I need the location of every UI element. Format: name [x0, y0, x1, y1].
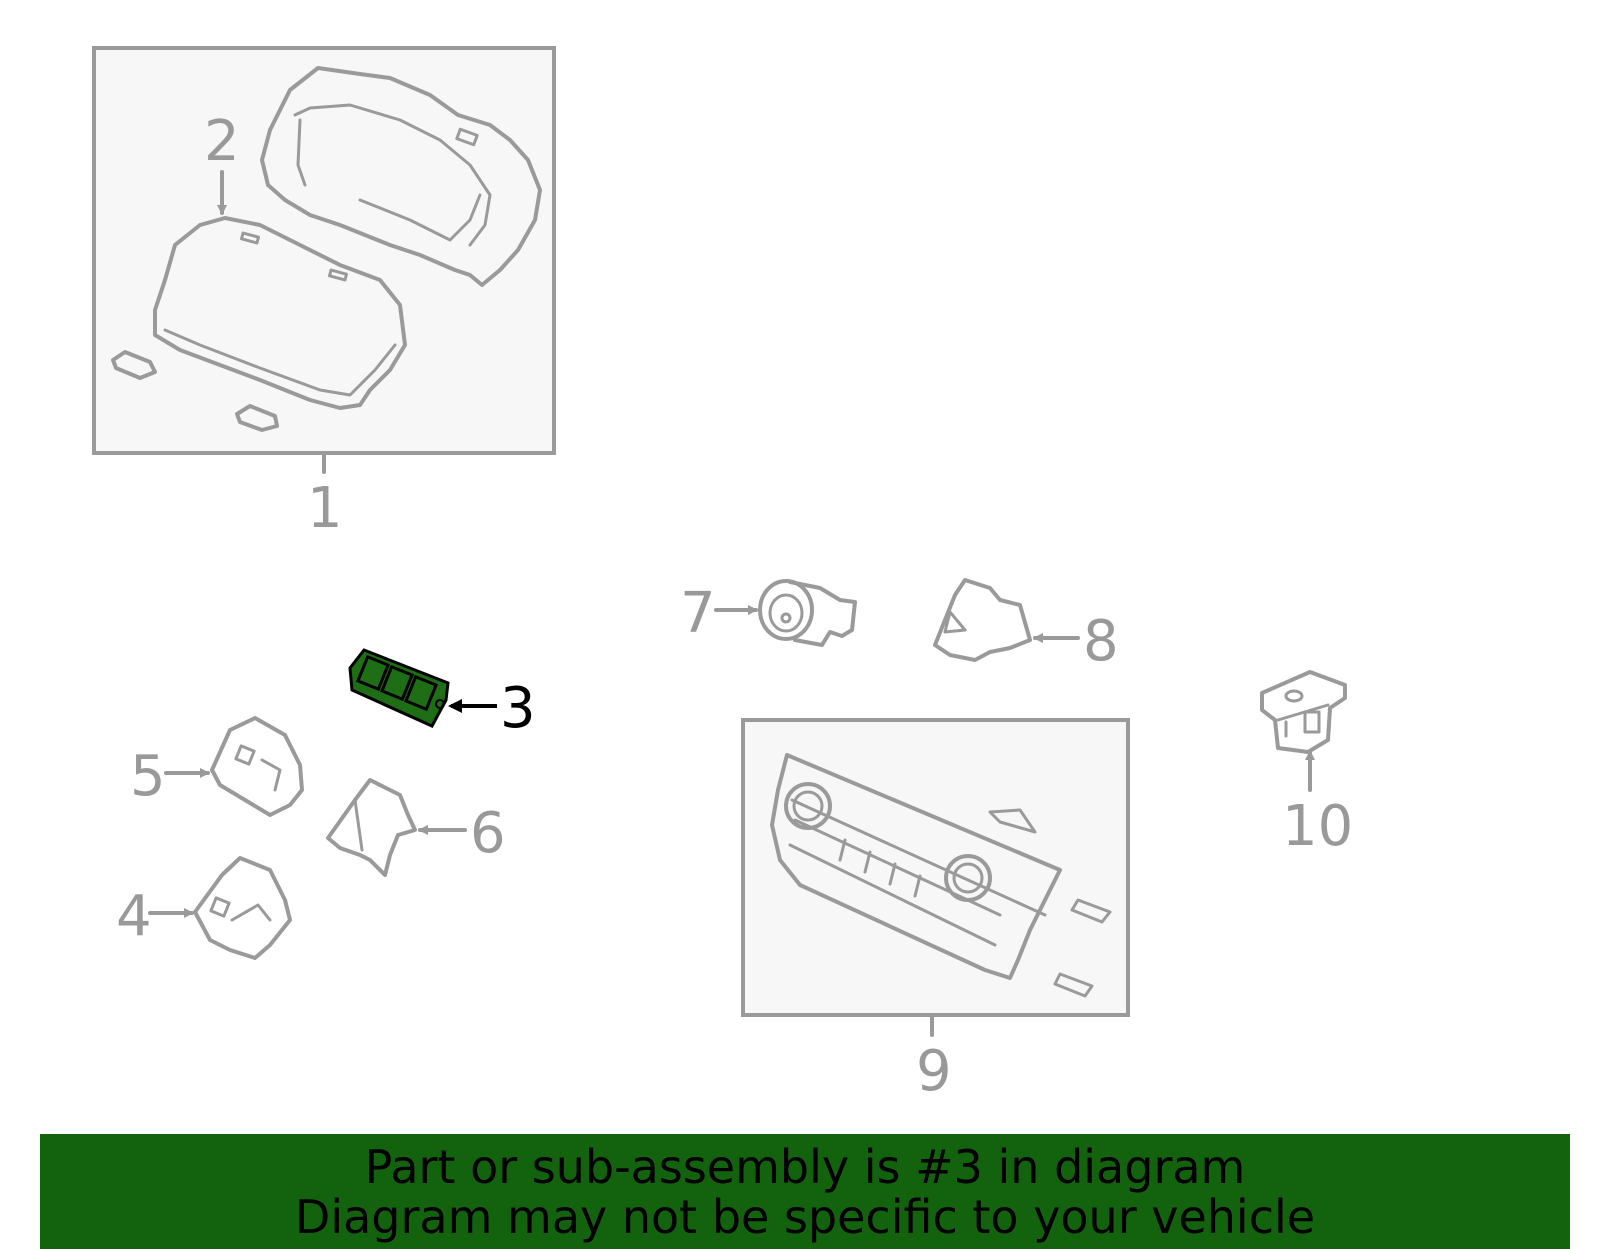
part-8-body	[933, 578, 1032, 662]
callout-3-label: 3	[500, 676, 536, 741]
part-1-instrument-cluster-group[interactable]: 2 1	[92, 46, 556, 541]
part-9-panel	[770, 753, 1062, 980]
part-9-box	[741, 718, 1130, 1017]
part-10-body	[1260, 670, 1347, 754]
callout-6-label: 6	[470, 801, 506, 866]
callout-4-label: 4	[116, 884, 152, 949]
callout-9-label: 9	[916, 1039, 952, 1104]
part-9-climate-control-group[interactable]: 9	[741, 718, 1130, 1104]
part-7-face	[758, 579, 814, 641]
part-10-usb-port[interactable]: 10	[1260, 670, 1353, 859]
part-6-body	[326, 778, 417, 877]
part-7-knob[interactable]: 7	[680, 579, 857, 647]
part-4-body	[193, 856, 292, 960]
callout-1-label: 1	[307, 476, 343, 541]
part-5-body	[210, 716, 304, 817]
part-8-hazard-switch[interactable]: 8	[933, 578, 1119, 674]
knob-left	[784, 782, 832, 830]
banner-line-2: Diagram may not be specific to your vehi…	[294, 1190, 1316, 1244]
part-5-switch[interactable]: 5	[130, 716, 304, 817]
knob-right	[944, 854, 992, 902]
callout-5-label: 5	[130, 744, 166, 809]
clip	[235, 404, 279, 432]
part-4-switch[interactable]: 4	[116, 856, 292, 960]
part-3-switch[interactable]: 3	[348, 648, 536, 741]
callout-8-label: 8	[1083, 609, 1119, 674]
banner-line-1: Part or sub-assembly is #3 in diagram	[364, 1140, 1246, 1194]
clip	[111, 350, 157, 380]
cluster-housing	[260, 66, 542, 287]
part-1-box	[92, 46, 556, 455]
callout-2-label: 2	[204, 109, 240, 174]
cluster-lens	[153, 216, 407, 410]
disclaimer-banner: Part or sub-assembly is #3 in diagram Di…	[40, 1134, 1570, 1249]
callout-7-label: 7	[680, 581, 716, 646]
callout-10-label: 10	[1282, 794, 1353, 859]
part-6-switch[interactable]: 6	[326, 778, 506, 877]
hazard-icon	[943, 610, 967, 634]
